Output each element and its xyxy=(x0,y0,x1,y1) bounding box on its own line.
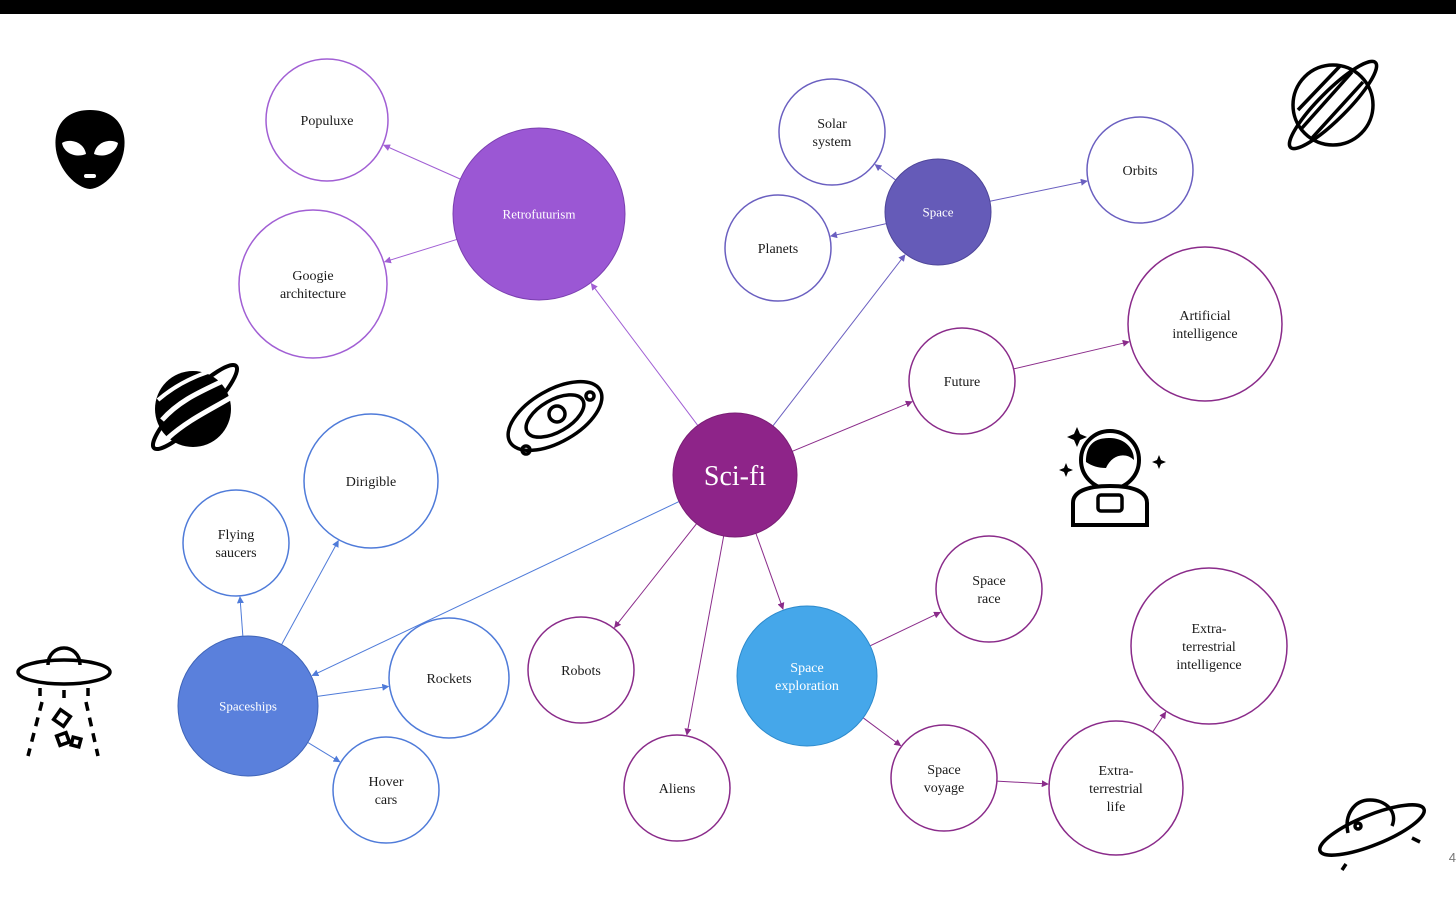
node-label: Future xyxy=(944,375,981,390)
node-label: Rockets xyxy=(426,672,471,687)
node-circle xyxy=(265,58,389,182)
page-number: 4 xyxy=(1448,850,1456,865)
node-rockets: Rockets xyxy=(388,617,510,739)
node-label: Dirigible xyxy=(346,475,397,490)
node-circle xyxy=(332,736,440,844)
node-circle xyxy=(1048,720,1184,856)
edge-spaceships-to-dirigible xyxy=(281,540,339,645)
node-robots: Robots xyxy=(527,616,635,724)
node-future: Future xyxy=(908,327,1016,435)
astronaut-icon xyxy=(1059,427,1166,527)
node-populuxe: Populuxe xyxy=(265,58,389,182)
node-label: Planets xyxy=(758,242,798,257)
node-circle xyxy=(890,724,998,832)
ringed-planet-icon xyxy=(1287,59,1379,151)
node-label: Retrofuturism xyxy=(503,207,576,222)
edge-scifi-to-retro xyxy=(590,283,699,426)
edge-scifi-to-robots xyxy=(614,523,697,629)
edge-retro-to-googie xyxy=(383,238,457,264)
node-circle xyxy=(778,78,886,186)
node-circle xyxy=(935,535,1043,643)
node-label: Populuxe xyxy=(301,114,354,129)
node-circle xyxy=(884,158,992,266)
edge-spaceships-to-hover xyxy=(307,741,341,763)
edge-scifi-to-exploration xyxy=(755,533,785,610)
edge-scifi-to-spaceships xyxy=(311,501,680,677)
striped-planet-icon xyxy=(150,362,240,452)
edge-exploration-to-voyage xyxy=(862,717,902,747)
node-circle xyxy=(388,617,510,739)
alien-head-icon xyxy=(55,110,125,189)
edge-scifi-to-space xyxy=(772,254,906,427)
node-circle xyxy=(672,412,798,538)
node-dirigible: Dirigible xyxy=(303,413,439,549)
node-circle xyxy=(623,734,731,842)
node-circle xyxy=(452,127,626,301)
node-orbits: Orbits xyxy=(1086,116,1194,224)
node-circle xyxy=(1127,246,1283,402)
node-circle xyxy=(724,194,832,302)
node-planets: Planets xyxy=(724,194,832,302)
edge-etlife-to-eti xyxy=(1152,711,1167,733)
edge-scifi-to-future xyxy=(792,400,913,452)
node-circle xyxy=(1086,116,1194,224)
node-circle xyxy=(177,635,319,777)
node-circle xyxy=(182,489,290,597)
edge-voyage-to-etlife xyxy=(996,780,1049,788)
node-circle xyxy=(736,605,878,747)
edge-scifi-to-aliens xyxy=(684,535,725,736)
node-circle xyxy=(908,327,1016,435)
edge-space-to-orbits xyxy=(989,178,1088,202)
node-circle xyxy=(527,616,635,724)
node-aliens: Aliens xyxy=(623,734,731,842)
node-label: Aliens xyxy=(659,782,696,797)
edge-future-to-ai xyxy=(1013,339,1130,370)
edge-space-to-solar xyxy=(874,164,896,181)
galaxy-orbit-icon xyxy=(506,379,604,456)
node-label: Robots xyxy=(561,664,601,679)
edge-exploration-to-race xyxy=(869,611,941,647)
node-label: Sci-fi xyxy=(704,461,766,492)
edge-retro-to-populuxe xyxy=(383,144,461,180)
node-circle xyxy=(1130,567,1288,725)
node-space: Space xyxy=(884,158,992,266)
flying-saucer-icon xyxy=(1318,798,1426,871)
edge-spaceships-to-flying xyxy=(236,596,244,637)
node-spaceships: Spaceships xyxy=(177,635,319,777)
edge-space-to-planets xyxy=(829,223,887,239)
ufo-abduction-icon xyxy=(16,646,112,757)
node-label: Space xyxy=(922,205,953,220)
node-label: Spaceships xyxy=(219,699,277,714)
node-retro: Retrofuturism xyxy=(452,127,626,301)
node-circle xyxy=(303,413,439,549)
node-scifi: Sci-fi xyxy=(672,412,798,538)
node-label: Orbits xyxy=(1123,164,1158,179)
node-circle xyxy=(238,209,388,359)
edges-layer xyxy=(236,144,1167,788)
edge-spaceships-to-rockets xyxy=(317,683,390,697)
